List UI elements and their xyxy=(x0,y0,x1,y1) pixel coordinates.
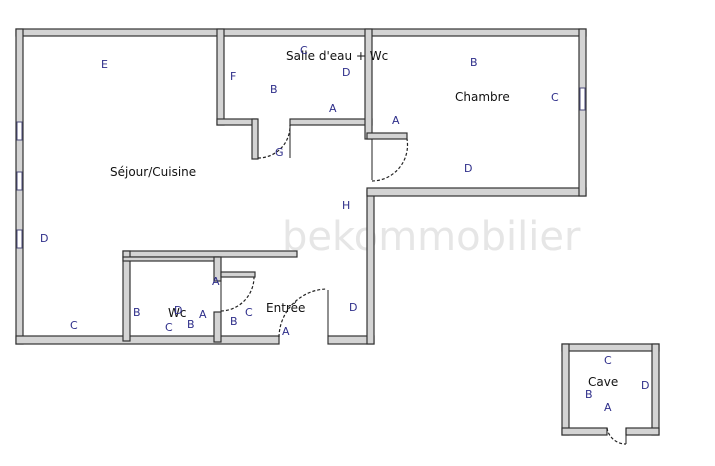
room-label-entree: Entrée xyxy=(266,301,305,315)
window-chambre xyxy=(579,87,586,111)
marker-entree-c: C xyxy=(245,306,253,319)
cave-door-arc xyxy=(606,427,627,445)
marker-sde-f: F xyxy=(230,70,236,83)
marker-chambre-a: A xyxy=(392,114,400,127)
marker-wc-a: A xyxy=(199,308,207,321)
window-left-1 xyxy=(16,121,23,141)
window-left-2 xyxy=(16,171,23,191)
wall-entree-stub xyxy=(220,271,256,278)
door-wc-arc xyxy=(220,276,255,312)
wall-chambre-bottom xyxy=(366,187,587,197)
room-label-wc: Wc xyxy=(168,306,186,320)
marker-sejour-h: H xyxy=(342,199,350,212)
marker-entree-d: D xyxy=(349,301,357,314)
marker-wc-c: C xyxy=(165,321,173,334)
marker-cave-b: B xyxy=(585,388,593,401)
cave-wall-left xyxy=(561,343,570,436)
wall-wc-top-inner xyxy=(122,256,220,262)
room-label-chambre: Chambre xyxy=(455,90,510,104)
marker-entree-a-top: A xyxy=(212,275,220,288)
wall-wc-right xyxy=(213,256,222,282)
marker-cave-a: A xyxy=(604,401,612,414)
wall-wc-right-lower xyxy=(213,311,222,343)
cave-wall-bottom-right xyxy=(625,427,660,436)
marker-wc-b2: B xyxy=(187,318,195,331)
wall-hall-right xyxy=(366,189,375,345)
marker-entree-a-bottom: A xyxy=(282,325,290,338)
marker-sejour-c: C xyxy=(70,319,78,332)
watermark-text: bekommobilier xyxy=(282,214,581,260)
marker-wc-d: D xyxy=(174,304,182,317)
wall-chambre-door-stub xyxy=(366,132,408,140)
marker-chambre-b: B xyxy=(470,56,478,69)
wall-wc-left xyxy=(122,250,131,342)
cave-wall-bottom-left xyxy=(561,427,608,436)
wall-sde-bottom-left xyxy=(216,118,258,126)
marker-wc-b1: B xyxy=(133,306,141,319)
marker-sde-d: D xyxy=(342,66,350,79)
wall-sde-chambre xyxy=(364,28,373,140)
marker-sde-b: B xyxy=(270,83,278,96)
room-label-sejour: Séjour/Cuisine xyxy=(110,165,196,179)
wall-sde-jamb xyxy=(251,118,259,160)
wall-wc-top xyxy=(122,250,298,258)
door-sde-arc xyxy=(257,124,291,159)
marker-sde-a: A xyxy=(329,102,337,115)
marker-sejour-d: D xyxy=(40,232,48,245)
marker-cave-d: D xyxy=(641,379,649,392)
window-left-3 xyxy=(16,229,23,249)
wall-top xyxy=(15,28,587,37)
room-label-salle-eau: Salle d'eau + Wc xyxy=(286,49,388,63)
door-chambre-arc xyxy=(371,138,409,182)
wall-sde-bottom-right xyxy=(289,118,373,126)
wall-chambre-right xyxy=(578,28,587,197)
cave-wall-right xyxy=(651,343,660,436)
cave-wall-top xyxy=(561,343,660,352)
marker-sde-g: G xyxy=(275,146,284,159)
marker-sde-c: C xyxy=(300,44,308,57)
wall-sde-left xyxy=(216,28,225,126)
marker-cave-c: C xyxy=(604,354,612,367)
wall-bottom-left xyxy=(15,335,280,345)
marker-sejour-e: E xyxy=(101,58,108,71)
door-entree-arc xyxy=(278,288,327,338)
marker-chambre-d: D xyxy=(464,162,472,175)
marker-entree-b: B xyxy=(230,315,238,328)
marker-chambre-c: C xyxy=(551,91,559,104)
room-label-cave: Cave xyxy=(588,375,618,389)
